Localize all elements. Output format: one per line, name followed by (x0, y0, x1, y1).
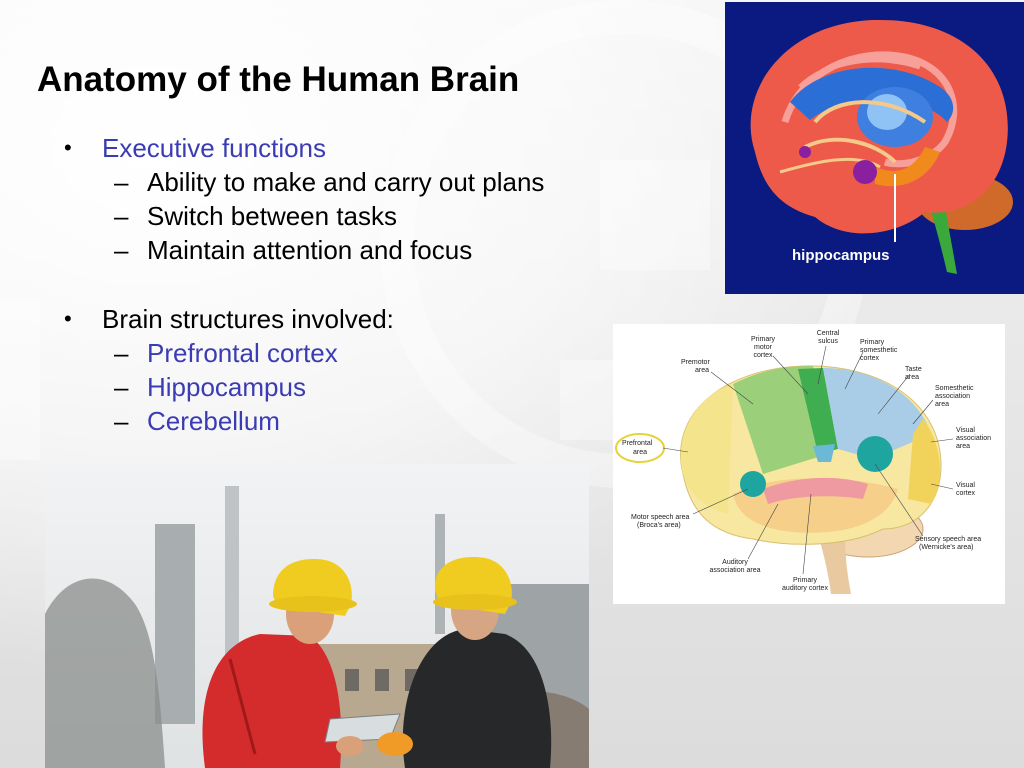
sub-bullet-item: – Switch between tasks (64, 199, 624, 233)
bullet-item: • Executive functions (64, 131, 624, 165)
sub-bullet-marker: – (114, 167, 129, 197)
sub-bullet-text: Maintain attention and focus (147, 235, 473, 265)
sub-bullet-marker: – (114, 372, 129, 402)
sub-bullet-item: – Ability to make and carry out plans (64, 165, 624, 199)
sub-bullet-item: – Maintain attention and focus (64, 233, 624, 267)
sub-bullet-item: – Prefrontal cortex (64, 336, 624, 370)
bullet-item: • Brain structures involved: (64, 302, 624, 336)
bullet-marker: • (64, 135, 72, 160)
sub-bullet-marker: – (114, 406, 129, 436)
slide-title: Anatomy of the Human Brain (37, 60, 520, 99)
sub-bullet-text: Cerebellum (147, 406, 280, 436)
diagram-label: Motor speech area(Broca's area) (631, 514, 689, 529)
bullet-list: • Executive functions – Ability to make … (64, 131, 624, 438)
sub-bullet-text: Switch between tasks (147, 201, 398, 231)
sub-bullet-text: Ability to make and carry out plans (147, 167, 545, 197)
sub-bullet-text: Hippocampus (147, 372, 306, 402)
diagram-label: Sensory speech area(Wernicke's area) (915, 536, 981, 551)
workers-photo (45, 464, 589, 768)
bullet-marker: • (64, 306, 72, 331)
sub-bullet-marker: – (114, 235, 129, 265)
hippocampus-image: hippocampus (725, 2, 1024, 294)
sub-bullet-item: – Hippocampus (64, 370, 624, 404)
sub-bullet-marker: – (114, 338, 129, 368)
sub-bullet-marker: – (114, 201, 129, 231)
sub-bullet-item: – Cerebellum (64, 404, 624, 438)
bullet-text: Brain structures involved: (102, 304, 394, 334)
sub-bullet-text: Prefrontal cortex (147, 338, 338, 368)
hippocampus-label: hippocampus (792, 247, 890, 264)
bullet-text: Executive functions (102, 133, 327, 163)
